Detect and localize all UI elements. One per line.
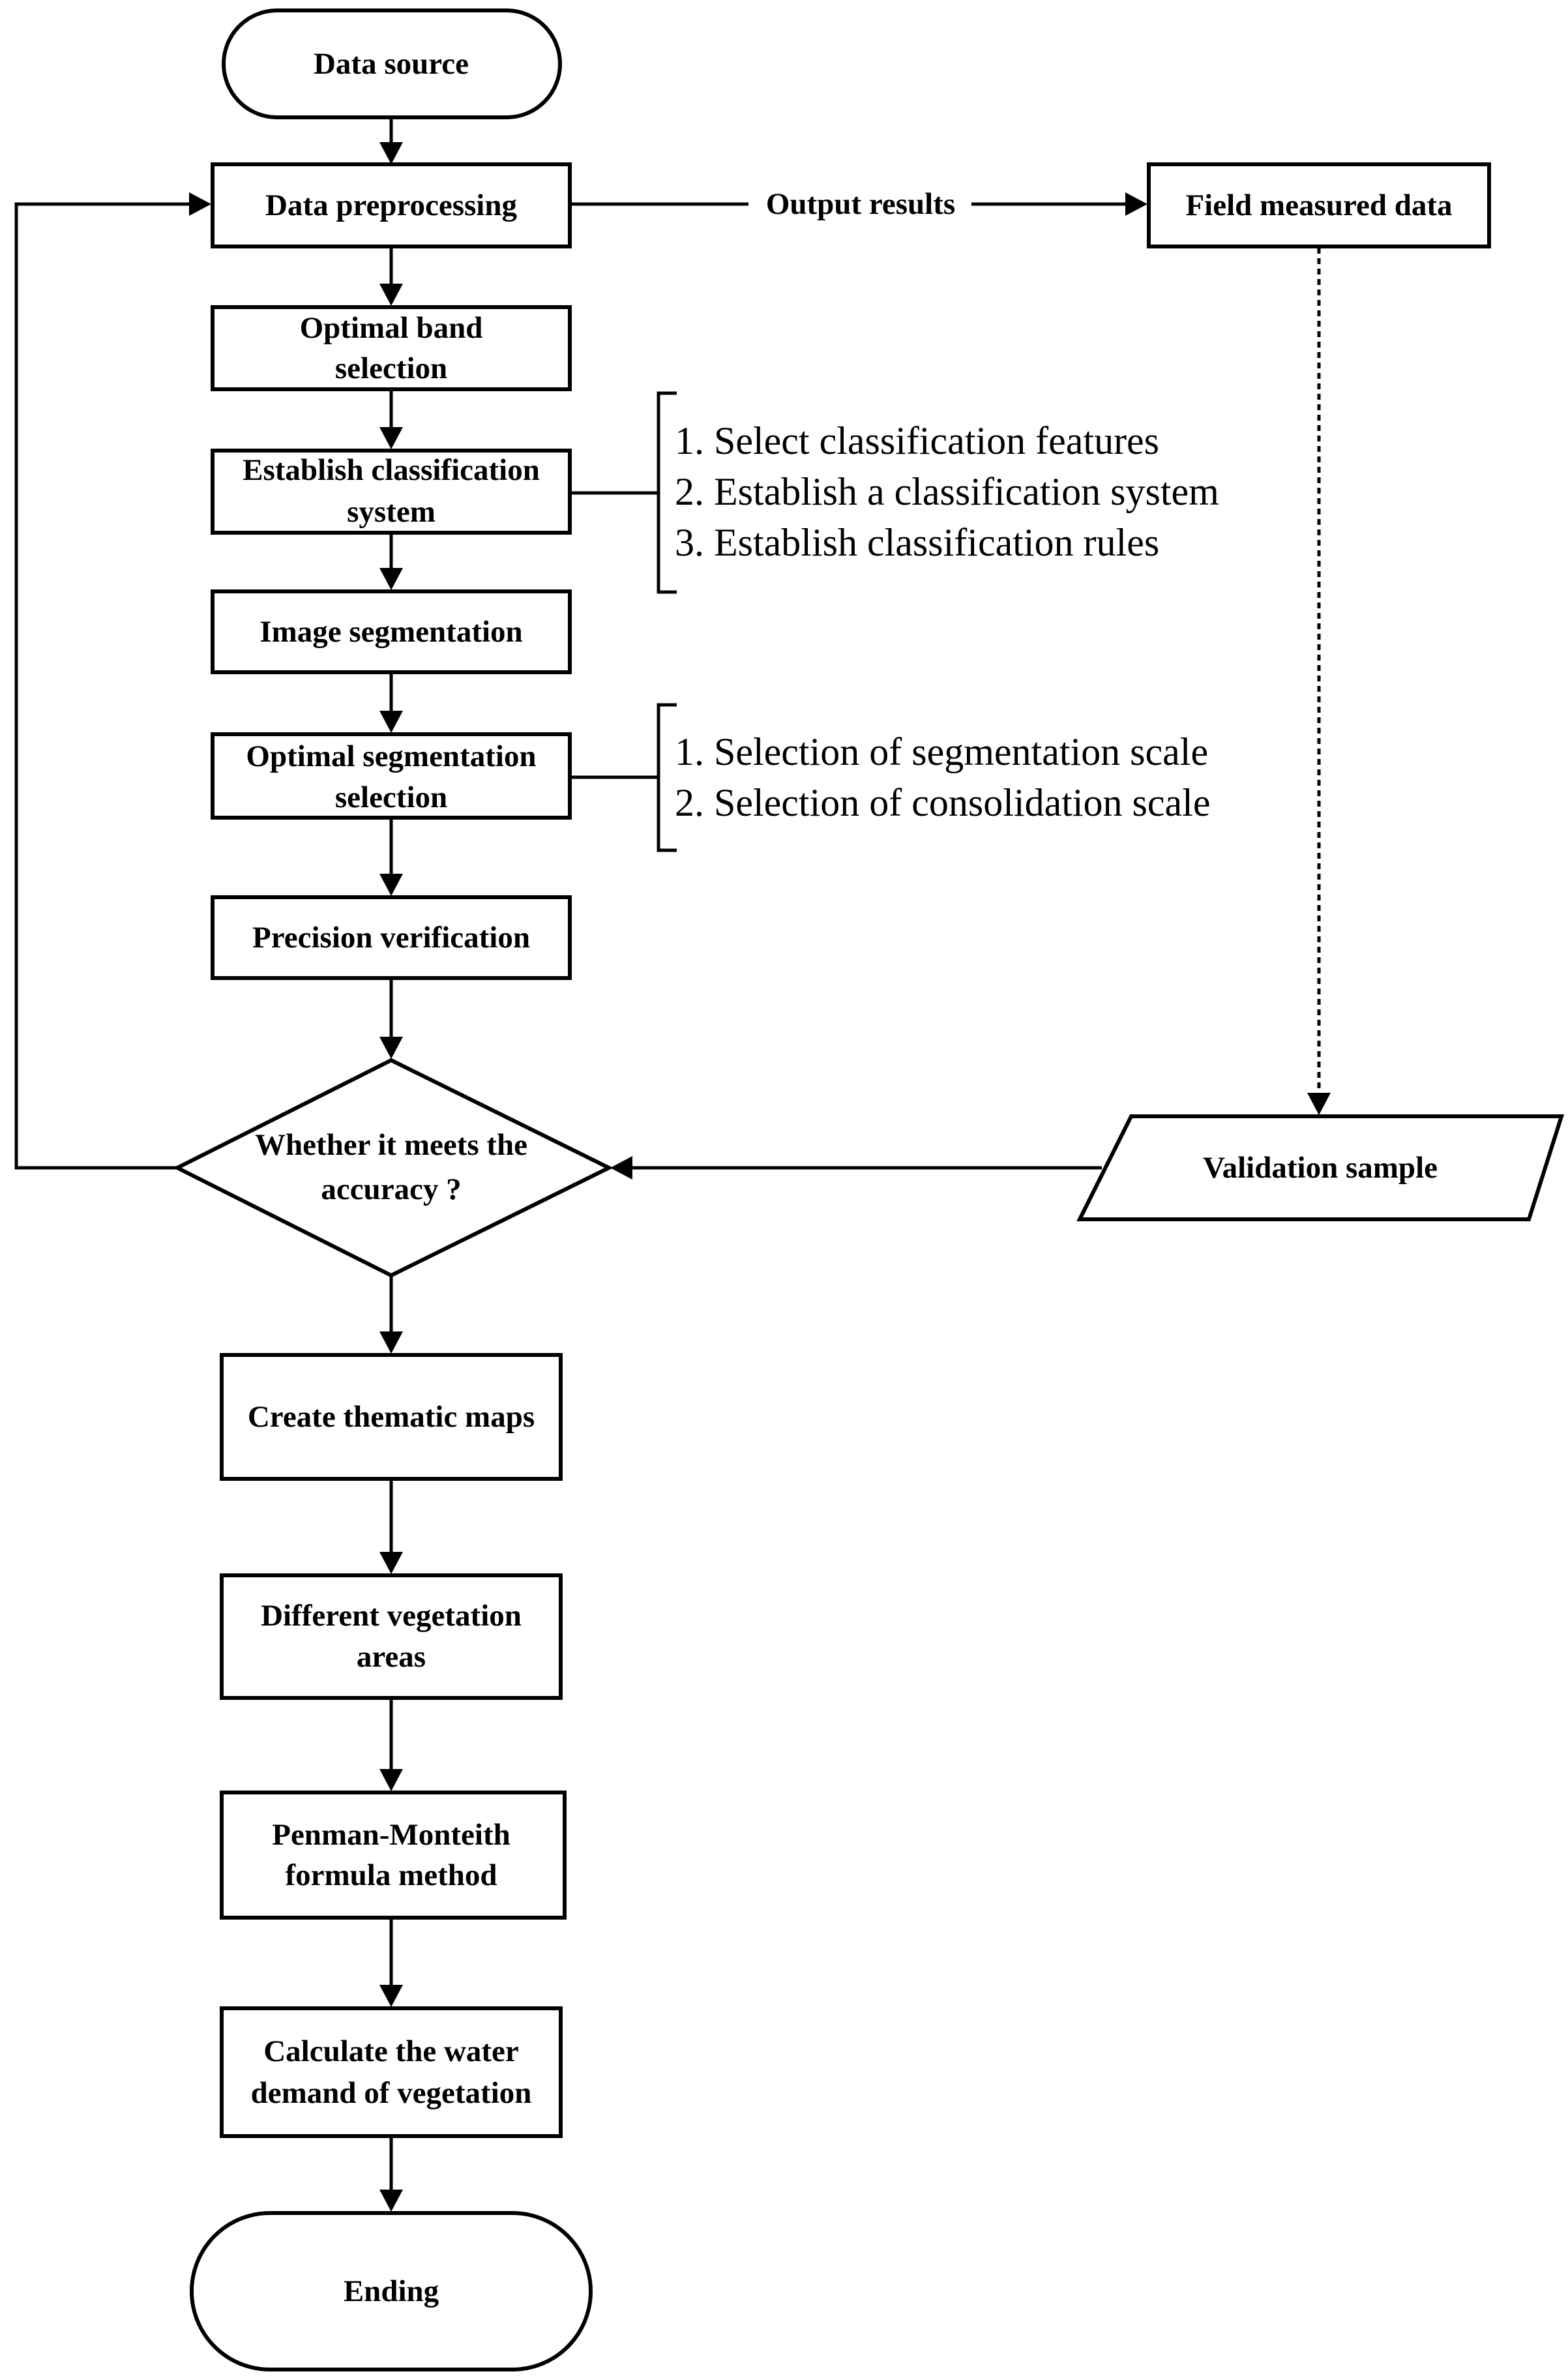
node-different-vegetation-areas: Different vegetation areas bbox=[220, 1573, 563, 1700]
data-shape bbox=[1076, 1114, 1565, 1221]
node-label-line-2: selection bbox=[335, 780, 447, 814]
arrowhead bbox=[379, 1552, 403, 1574]
node-label-line-2: accuracy ? bbox=[321, 1172, 461, 1206]
arrowhead bbox=[379, 1331, 403, 1354]
node-data-preprocessing: Data preprocessing bbox=[211, 162, 572, 248]
node-label-line-1: Penman-Monteith bbox=[272, 1818, 510, 1852]
node-calculate-water-demand: Calculate the water demand of vegetation bbox=[220, 2006, 563, 2138]
node-label-line-1: Different vegetation bbox=[261, 1599, 522, 1633]
node-label: Data preprocessing bbox=[265, 188, 518, 222]
arrowhead bbox=[379, 2190, 403, 2212]
node-precision-verification: Precision verification bbox=[211, 895, 572, 980]
node-label: Image segmentation bbox=[259, 615, 522, 649]
node-label-line-1: Optimal segmentation bbox=[246, 739, 536, 773]
node-data-source: Data source bbox=[222, 8, 562, 119]
node-label-line-2: demand of vegetation bbox=[251, 2076, 532, 2110]
arrowhead bbox=[1307, 1093, 1331, 1115]
arrowhead bbox=[379, 1769, 403, 1791]
node-label: Create thematic maps bbox=[248, 1400, 535, 1434]
node-label-line-2: formula method bbox=[285, 1858, 497, 1892]
edge-decision-no-loop bbox=[14, 202, 189, 1170]
node-optimal-segmentation-selection: Optimal segmentation selection bbox=[211, 732, 572, 820]
node-create-thematic-maps: Create thematic maps bbox=[220, 1353, 563, 1481]
arrowhead bbox=[189, 192, 211, 216]
arrowhead bbox=[379, 874, 403, 896]
process-shape bbox=[211, 449, 572, 535]
bracket-segmentation bbox=[657, 703, 677, 852]
node-label: Ending bbox=[344, 2274, 439, 2308]
arrowhead bbox=[610, 1156, 632, 1180]
node-label-line-2: selection bbox=[335, 351, 447, 385]
node-label: Field measured data bbox=[1185, 188, 1452, 222]
arrowhead bbox=[379, 284, 403, 306]
arrowhead bbox=[1125, 192, 1147, 216]
arrowhead bbox=[379, 1985, 403, 2007]
arrowhead bbox=[379, 1037, 403, 1059]
note-segmentation-steps: 1. Selection of segmentation scale 2. Se… bbox=[675, 730, 1210, 824]
node-label: Data source bbox=[314, 47, 469, 81]
process-shape bbox=[211, 589, 572, 674]
node-label-line-1: Optimal band bbox=[300, 311, 483, 345]
connectors bbox=[14, 117, 1331, 2212]
node-establish-classification-system: Establish classification system bbox=[211, 449, 572, 535]
node-label-line-1: Whether it meets the bbox=[255, 1128, 527, 1162]
decision-shape bbox=[173, 1058, 614, 1278]
node-label-line-2: system bbox=[347, 495, 436, 529]
node-field-measured-data: Field measured data bbox=[1147, 162, 1491, 248]
arrowhead bbox=[379, 711, 403, 733]
node-image-segmentation: Image segmentation bbox=[211, 589, 572, 674]
process-shape bbox=[211, 162, 572, 248]
process-shape bbox=[220, 2006, 563, 2138]
process-shape bbox=[211, 305, 572, 391]
node-label-line-1: Establish classification bbox=[243, 453, 540, 487]
note-line: 1. Select classification features bbox=[675, 419, 1159, 462]
terminator-shape bbox=[222, 8, 562, 119]
note-line: 2. Establish a classification system bbox=[675, 470, 1219, 513]
process-shape bbox=[211, 895, 572, 980]
bracket-classification bbox=[657, 391, 677, 594]
process-shape bbox=[220, 1573, 563, 1700]
node-optimal-band-selection: Optimal band selection bbox=[211, 305, 572, 391]
note-line: 3. Establish classification rules bbox=[675, 521, 1159, 564]
process-shape bbox=[220, 1791, 567, 1920]
process-shape bbox=[211, 732, 572, 820]
arrowhead bbox=[379, 427, 403, 449]
node-label: Precision verification bbox=[252, 921, 530, 955]
terminator-shape bbox=[190, 2211, 593, 2371]
node-accuracy-decision: Whether it meets the accuracy ? bbox=[173, 1058, 614, 1278]
node-label-line-1: Calculate the water bbox=[263, 2034, 519, 2068]
note-classification-steps: 1. Select classification features 2. Est… bbox=[675, 419, 1219, 564]
note-line: 2. Selection of consolidation scale bbox=[675, 781, 1210, 824]
node-validation-sample: Validation sample bbox=[1076, 1114, 1565, 1221]
node-ending: Ending bbox=[190, 2211, 593, 2371]
process-shape bbox=[220, 1353, 563, 1481]
node-penman-monteith: Penman-Monteith formula method bbox=[220, 1791, 567, 1920]
arrowhead bbox=[379, 142, 403, 164]
process-shape bbox=[1147, 162, 1491, 248]
edge-label-output-results: Output results bbox=[766, 187, 955, 221]
arrowhead bbox=[379, 568, 403, 590]
node-label-line-2: areas bbox=[357, 1640, 426, 1674]
node-label: Validation sample bbox=[1203, 1151, 1438, 1185]
note-line: 1. Selection of segmentation scale bbox=[675, 730, 1208, 773]
